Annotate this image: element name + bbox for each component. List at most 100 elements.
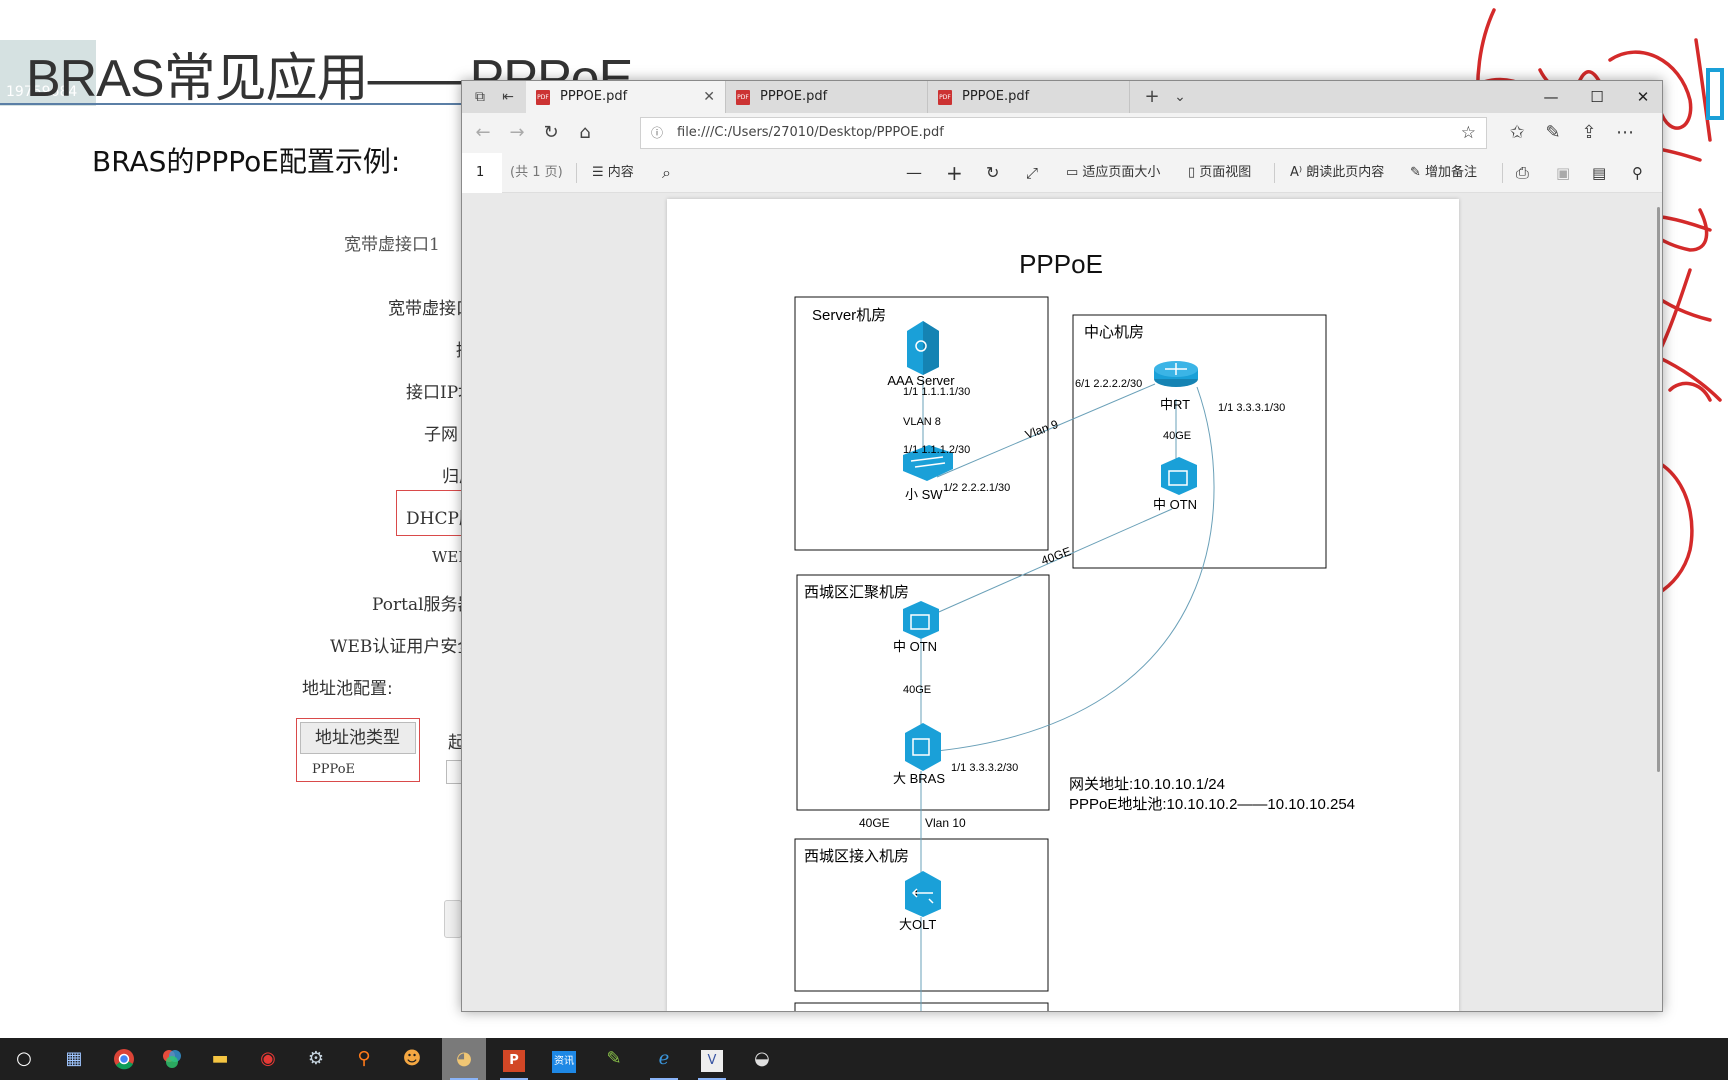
steam-icon[interactable]: ⚙ <box>307 1048 325 1069</box>
rt-port11-label: 1/1 3.3.3.1/30 <box>1218 402 1285 414</box>
active-indicator <box>500 1078 528 1080</box>
maximize-button[interactable]: ☐ <box>1590 88 1604 106</box>
misc-app-icon[interactable]: ◒ <box>754 1048 770 1069</box>
visio-icon[interactable]: V <box>690 1038 734 1080</box>
save-as-icon[interactable]: ▤ <box>1592 164 1607 182</box>
tab-actions-icon[interactable]: ⧉ <box>475 89 485 105</box>
home-button[interactable]: ⌂ <box>579 122 591 143</box>
url-field[interactable]: ⓘ file:///C:/Users/27010/Desktop/PPPOE.p… <box>640 117 1487 149</box>
taskbar: ○ ▦ ▬ ◉ ⚙ ⚲ ☻ ◕ P 资讯 ✎ ℯ V ◒ <box>0 1038 1728 1080</box>
pdf-viewer[interactable]: PPPoE Server机房 中心机房 西城区汇聚机房 西城区接入机房 <box>462 193 1662 1011</box>
eye-app-icon[interactable]: ◕ <box>442 1038 486 1080</box>
small-switch-icon <box>903 445 953 481</box>
notes-pen-icon[interactable]: ✎ <box>1545 122 1561 143</box>
vlan8-label: VLAN 8 <box>903 416 941 428</box>
tab-bar: ⧉ ⇤ PDF PPPOE.pdf ✕ PDF PPPOE.pdf PDF PP… <box>462 81 1662 113</box>
center-otn-icon <box>1161 457 1197 495</box>
file-explorer-icon[interactable]: ▬ <box>211 1048 229 1069</box>
pdf-icon: PDF <box>938 90 952 105</box>
print-icon[interactable]: ⎙ <box>1516 163 1529 182</box>
label-broadband-if: 宽带虚接口1 <box>344 235 440 255</box>
news-app-icon[interactable]: 资讯 <box>542 1038 586 1080</box>
video-app-icon[interactable]: ▦ <box>65 1048 83 1069</box>
minimize-button[interactable]: — <box>1543 88 1559 106</box>
magnifier-icon[interactable]: ⚲ <box>357 1048 371 1069</box>
pool-note: PPPoE地址池:10.10.10.2——10.10.10.254 <box>1069 796 1355 813</box>
label-pool-config: 地址池配置: <box>302 679 393 699</box>
paint-icon[interactable]: ✎ <box>606 1048 622 1069</box>
label-portal: Portal服务器 <box>372 595 475 615</box>
favorites-icon[interactable]: ✩ <box>1509 122 1525 143</box>
add-notes-button[interactable]: ✎ 增加备注 <box>1410 153 1477 193</box>
room-west-agg <box>796 574 1050 811</box>
search-icon[interactable]: ⌕ <box>662 163 671 182</box>
link-otn-otn <box>931 508 1173 616</box>
room-server-label: Server机房 <box>812 307 886 324</box>
url-text: file:///C:/Users/27010/Desktop/PPPOE.pdf <box>677 125 944 140</box>
diagram-title: PPPoE <box>1019 249 1103 279</box>
link-sw-rt <box>936 383 1156 478</box>
contents-button[interactable]: ☰ 内容 <box>592 153 634 193</box>
bras-port-label: 1/1 3.3.3.2/30 <box>951 762 1018 774</box>
tab-pdf-3[interactable]: PDF PPPOE.pdf <box>928 81 1130 113</box>
chrome-icon[interactable] <box>102 1038 146 1080</box>
label-broadband-if-cut: 宽带虚接口 <box>388 299 473 319</box>
address-bar: ← → ↻ ⌂ ⓘ file:///C:/Users/27010/Desktop… <box>462 113 1662 153</box>
page-total: (共 1 页) <box>510 165 563 180</box>
pin-toolbar-icon[interactable]: ⚲ <box>1632 164 1643 182</box>
refresh-button[interactable]: ↻ <box>543 122 559 143</box>
watermark: 19759684 <box>0 40 96 106</box>
page-number-input[interactable]: 1 <box>462 153 502 193</box>
set-aside-tabs-icon[interactable]: ⇤ <box>502 89 514 105</box>
back-button[interactable]: ← <box>475 122 491 143</box>
device-bras: 大 BRAS <box>893 771 945 786</box>
game-icon[interactable]: ☻ <box>402 1048 422 1069</box>
more-icon[interactable]: ⋯ <box>1616 122 1634 143</box>
page-view-label: 页面视图 <box>1199 165 1252 180</box>
bras-olt-label: 40GE <box>859 816 890 830</box>
label-web: WEB <box>432 548 470 566</box>
tab-pdf-1[interactable]: PDF PPPOE.pdf ✕ <box>526 81 726 113</box>
add-notes-label: 增加备注 <box>1425 165 1478 180</box>
cortana-search-icon[interactable]: ○ <box>16 1048 32 1069</box>
room-center <box>1072 314 1327 569</box>
sw-port2-label: 1/2 2.2.2.1/30 <box>943 482 1010 494</box>
tab-preview-chevron-icon[interactable]: ⌄ <box>1174 89 1186 105</box>
fullscreen-icon[interactable]: ⤢ <box>1026 164 1039 182</box>
vertical-scrollbar[interactable] <box>1657 207 1660 772</box>
label-web-auth: WEB认证用户安全 <box>330 637 475 657</box>
info-icon[interactable]: ⓘ <box>651 126 664 140</box>
edge-icon[interactable]: ℯ <box>642 1038 686 1080</box>
pool-start-input[interactable] <box>446 760 462 784</box>
photos-icon[interactable] <box>150 1038 194 1080</box>
vlan9-label: Vlan 9 <box>1023 417 1060 442</box>
close-tab-icon[interactable]: ✕ <box>703 89 715 105</box>
page-view-button[interactable]: ▯ 页面视图 <box>1188 153 1251 193</box>
room-west-agg-label: 西城区汇聚机房 <box>804 584 909 601</box>
close-window-button[interactable]: ✕ <box>1636 88 1650 106</box>
rt-otn-label: 40GE <box>1163 430 1191 442</box>
otn-otn-label: 40GE <box>1039 544 1073 568</box>
slide-control[interactable] <box>444 900 462 938</box>
rotate-icon[interactable]: ↻ <box>986 163 1000 182</box>
tab-pdf-2[interactable]: PDF PPPOE.pdf <box>726 81 928 113</box>
read-aloud-icon: A⁾ <box>1290 165 1307 180</box>
pool-type-value: PPPoE <box>312 762 356 777</box>
fit-page-button[interactable]: ▭ 适应页面大小 <box>1066 153 1160 193</box>
pdf-toolbar: 1 (共 1 页) ☰ 内容 ⌕ — + ↻ ⤢ ▭ 适应页面大小 ▯ 页面视图… <box>462 153 1662 193</box>
gateway-note: 网关地址:10.10.10.1/24 <box>1069 776 1225 793</box>
forward-button[interactable]: → <box>509 122 525 143</box>
pdf-icon: PDF <box>736 90 750 105</box>
powerpoint-icon[interactable]: P <box>492 1038 536 1080</box>
share-icon[interactable]: ⇪ <box>1581 122 1597 143</box>
netease-icon[interactable]: ◉ <box>260 1048 276 1069</box>
zoom-out-icon[interactable]: — <box>906 163 922 182</box>
save-icon[interactable]: ▣ <box>1556 164 1571 182</box>
read-aloud-button[interactable]: A⁾ 朗读此页内容 <box>1290 153 1384 193</box>
tab-label: PPPOE.pdf <box>962 89 1030 104</box>
zoom-in-icon[interactable]: + <box>946 161 963 185</box>
device-small-sw: 小 SW <box>905 487 943 502</box>
favorite-star-icon[interactable]: ☆ <box>1460 123 1476 143</box>
new-tab-button[interactable]: + <box>1144 86 1160 107</box>
network-diagram: PPPoE Server机房 中心机房 西城区汇聚机房 西城区接入机房 <box>794 249 1355 1011</box>
